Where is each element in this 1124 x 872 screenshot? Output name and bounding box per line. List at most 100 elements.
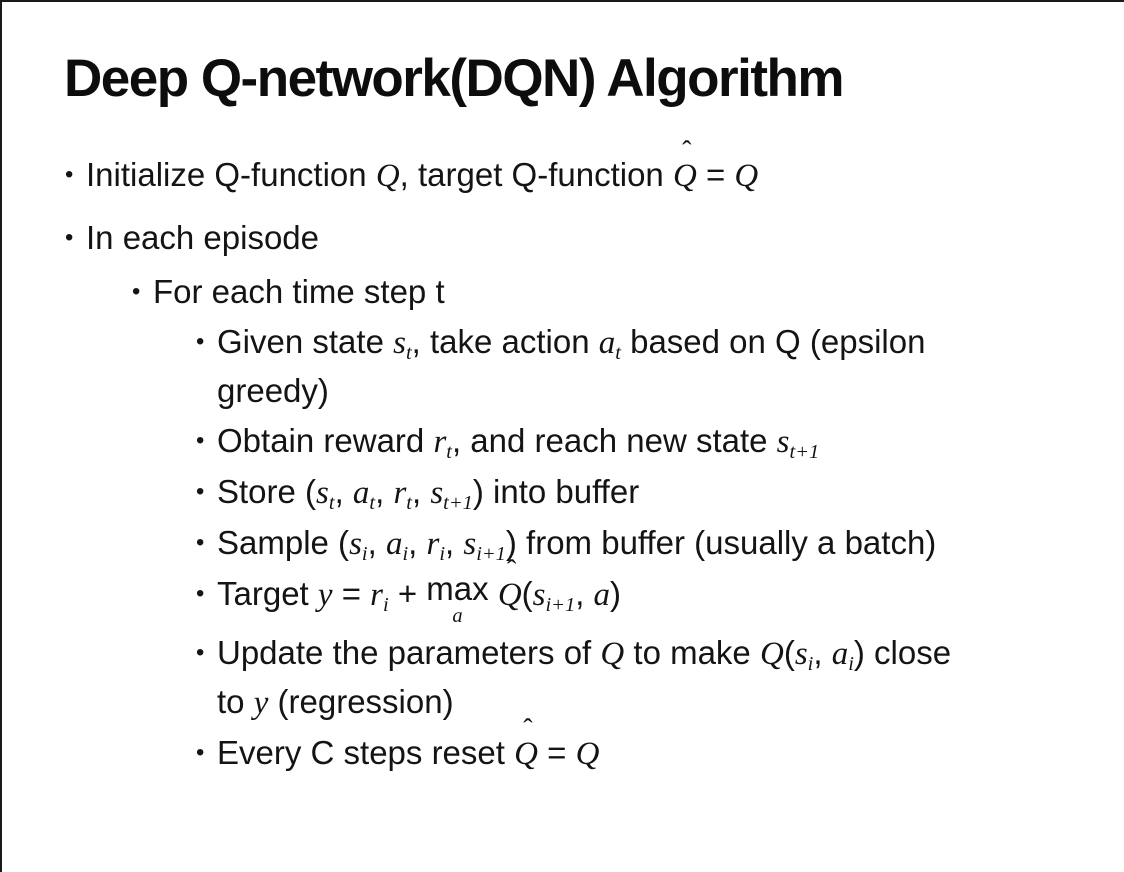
- text-run: greedy): [217, 372, 329, 410]
- text-run: ,: [375, 473, 394, 511]
- bullet-item: • For each time step t: [2, 268, 1084, 316]
- math-subscript: t+1: [443, 491, 473, 514]
- bullet-marker: •: [65, 224, 74, 252]
- math-subscript: t: [328, 491, 335, 514]
- bullet-line: In each episode: [86, 214, 1084, 262]
- hat-accent-icon: ˆ: [506, 555, 517, 587]
- text-run: ) close: [853, 633, 952, 671]
- bullet-item: •Obtain reward rt, and reach new state s…: [2, 417, 1084, 466]
- bullet-content: For each time step t: [153, 268, 1084, 316]
- math-symbol: r: [393, 475, 407, 512]
- slide-title: Deep Q-network(DQN) Algorithm: [64, 49, 844, 108]
- text-run: Update the parameters of: [217, 633, 601, 671]
- bullet-marker: •: [196, 478, 205, 506]
- text-run: =: [537, 733, 576, 771]
- text-run: ,: [408, 524, 427, 562]
- math-subscript: t+1: [789, 440, 820, 463]
- math-symbol: s: [463, 526, 477, 563]
- bullet-marker: •: [196, 529, 205, 557]
- bullet-line: greedy): [217, 367, 1084, 415]
- math-symbol: Q: [600, 635, 625, 672]
- bullet-marker: •: [196, 638, 205, 666]
- text-run: , take action: [411, 323, 599, 361]
- text-run: For each time step t: [153, 273, 445, 311]
- bullet-item: •Initialize Q-function Q, target Q-funct…: [2, 138, 1084, 200]
- bullet-line: Update the parameters of Q to make Q(si,…: [217, 629, 1084, 678]
- math-symbol: Q: [672, 158, 697, 195]
- math-symbol: s: [316, 475, 329, 512]
- math-symbol: r: [370, 577, 383, 614]
- bullet-marker: •: [196, 738, 205, 766]
- text-run: ,: [445, 524, 464, 562]
- text-run: Every C steps reset: [217, 733, 515, 771]
- hat-accent-icon: ˆ: [523, 713, 533, 745]
- math-symbol: Q: [497, 577, 522, 614]
- bullet-line: Initialize Q-function Q, target Q-functi…: [86, 138, 1084, 200]
- math-symbol: y: [317, 577, 333, 614]
- text-run: ,: [411, 473, 431, 511]
- text-run: ) into buffer: [472, 473, 640, 511]
- text-run: Given state: [217, 323, 394, 361]
- math-symbol: Q: [759, 635, 784, 672]
- math-symbol: a: [831, 635, 849, 672]
- bullet-content: Store (st, at, rt, st+1) into buffer: [217, 468, 1084, 517]
- bullet-content: Initialize Q-function Q, target Q-functi…: [86, 138, 1084, 200]
- bullet-content: In each episode: [86, 214, 1084, 262]
- math-subscript: t: [405, 341, 412, 364]
- math-symbol: s: [393, 325, 406, 362]
- max-operator: max: [426, 570, 489, 608]
- math-subscript: i+1: [476, 542, 506, 565]
- math-symbol: s: [532, 577, 546, 614]
- math-symbol: s: [349, 526, 362, 563]
- math-subscript: i: [439, 542, 445, 565]
- text-run: +: [388, 575, 427, 613]
- math-subscript: i: [361, 542, 368, 565]
- math-subscript: i: [383, 593, 389, 616]
- text-run: =: [332, 575, 371, 613]
- math-symbol: s: [430, 475, 444, 512]
- text-run: Initialize Q-function: [86, 156, 376, 194]
- bullet-content: Update the parameters of Q to make Q(si,…: [217, 629, 1084, 727]
- text-run: , and reach new state: [451, 422, 777, 460]
- math-symbol: Q: [734, 158, 759, 195]
- math-symbol: r: [426, 526, 440, 563]
- math-symbol: Q: [375, 158, 400, 195]
- text-run: to make: [624, 633, 760, 671]
- bullet-line: to y (regression): [217, 678, 1084, 727]
- bullet-line: Store (st, at, rt, st+1) into buffer: [217, 468, 1084, 517]
- bullet-content: Sample (si, ai, ri, si+1) from buffer (u…: [217, 519, 1084, 568]
- math-symbol: r: [433, 424, 447, 461]
- bullet-content: Given state st, take action at based on …: [217, 318, 1084, 415]
- bullet-marker: •: [65, 161, 74, 189]
- text-run: (: [521, 575, 533, 613]
- bullet-line: Obtain reward rt, and reach new state st…: [217, 417, 1084, 466]
- text-run: Store (: [217, 473, 317, 511]
- bullet-item: • Update the parameters of Q to make Q(si…: [2, 629, 1084, 727]
- bullet-marker: •: [132, 278, 141, 306]
- text-run: , target Q-function: [399, 156, 673, 194]
- text-run: Target: [217, 575, 318, 613]
- bullet-item: • Store (st, at, rt, st+1) into buffer: [2, 468, 1084, 517]
- math-subscript: i+1: [545, 593, 576, 616]
- math-symbol: a: [598, 325, 616, 362]
- text-run: ,: [813, 633, 832, 671]
- bullet-item: •Given state st, take action at based on…: [2, 318, 1084, 415]
- math-subscript: t: [369, 491, 376, 514]
- text-run: ,: [334, 473, 353, 511]
- text-run: ) from buffer (usually a batch): [505, 524, 937, 562]
- text-run: (: [783, 633, 795, 671]
- math-subscript: t: [615, 341, 621, 364]
- bullet-line: Sample (si, ai, ri, si+1) from buffer (u…: [217, 519, 1084, 568]
- math-subscript: t: [446, 440, 452, 463]
- math-symbol: s: [776, 424, 790, 461]
- text-run: [489, 575, 498, 612]
- text-run: Obtain reward: [217, 422, 434, 460]
- text-run: ): [610, 575, 622, 613]
